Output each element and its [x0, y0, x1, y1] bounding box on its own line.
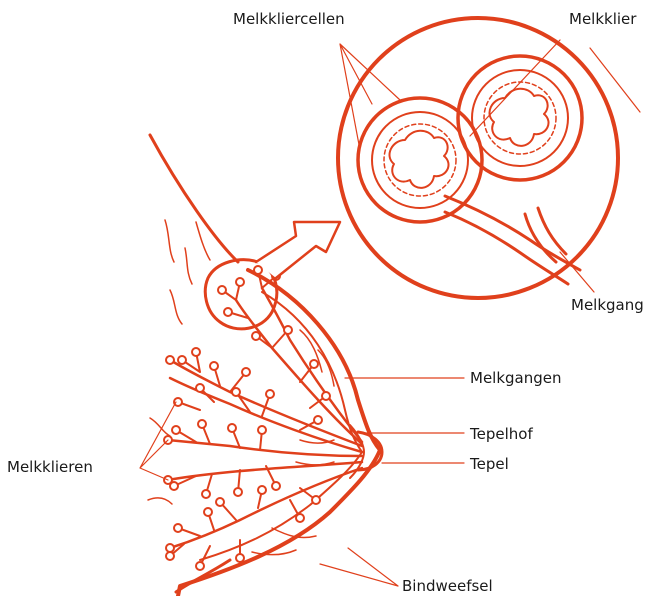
label-melkgangen: Melkgangen — [470, 369, 562, 387]
label-tepel: Tepel — [470, 455, 509, 473]
magnified-view-circle — [338, 18, 618, 298]
label-melkkliercellen: Melkkliercellen — [233, 10, 345, 28]
label-tepelhof: Tepelhof — [470, 425, 533, 443]
label-melkklieren: Melkklieren — [7, 458, 93, 476]
zoom-arrow — [256, 222, 340, 278]
label-bindweefsel: Bindweefsel — [402, 577, 493, 595]
chest-wall-upper-line — [150, 135, 238, 262]
label-melkklier: Melkklier — [569, 10, 636, 28]
label-melkgang: Melkgang — [571, 296, 644, 314]
